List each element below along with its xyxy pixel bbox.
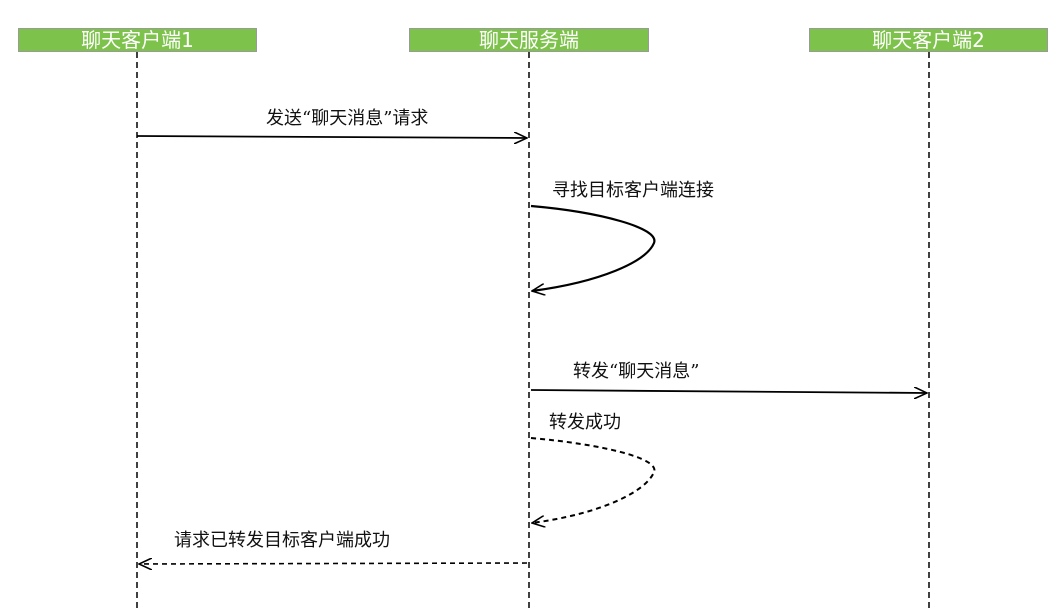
- message-label-find-target: 寻找目标客户端连接: [552, 180, 714, 201]
- actor-chat-server: 聊天服务端: [409, 28, 649, 52]
- arrow-request-forwarded: [139, 563, 528, 564]
- actor-chat-client-2: 聊天客户端2: [809, 28, 1048, 52]
- message-label-send-request: 发送“聊天消息”请求: [266, 108, 429, 129]
- message-label-forward-message: 转发“聊天消息”: [573, 361, 700, 382]
- arrow-send-request: [136, 136, 527, 138]
- message-label-forward-success: 转发成功: [549, 412, 621, 433]
- message-label-request-forwarded: 请求已转发目标客户端成功: [174, 530, 390, 551]
- arrow-forward-message: [530, 390, 927, 393]
- arrow-find-target: [531, 204, 656, 291]
- arrow-forward-success: [531, 437, 656, 523]
- actor-chat-client-1: 聊天客户端1: [18, 28, 257, 52]
